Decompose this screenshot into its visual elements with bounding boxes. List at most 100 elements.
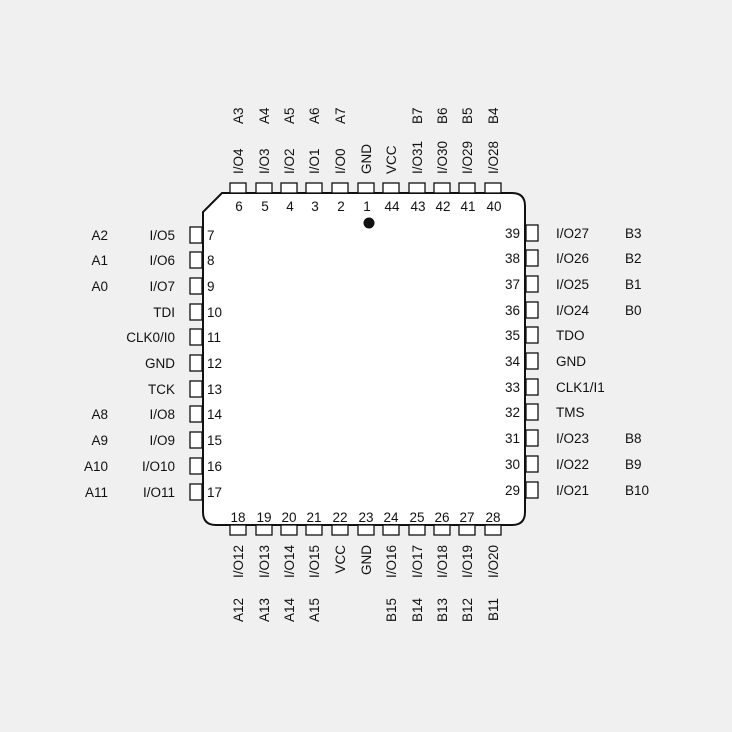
- right-pin-number: 29: [505, 483, 520, 498]
- top-pin-number: 6: [235, 199, 243, 214]
- top-pin-number: 41: [460, 199, 475, 214]
- chip-package: [202, 192, 526, 526]
- left-pin-lead: [189, 328, 203, 346]
- right-pin-alt-label: B0: [625, 303, 642, 318]
- left-pin-signal-label: TDI: [153, 305, 175, 320]
- top-pin-alt-label: A4: [257, 107, 272, 124]
- top-pin-alt-label: B5: [460, 107, 475, 124]
- top-pin-number: 5: [261, 199, 269, 214]
- top-pin-signal-label: I/O1: [307, 148, 322, 174]
- top-pin-signal-label: I/O31: [410, 141, 425, 174]
- right-pin-signal-label: TMS: [556, 405, 585, 420]
- bottom-pin-number: 24: [383, 510, 399, 525]
- right-pin-signal-label: I/O23: [556, 431, 589, 446]
- right-pin-signal-label: GND: [556, 354, 586, 369]
- top-pin-number: 44: [384, 199, 400, 214]
- top-pin-signal-label: I/O28: [486, 141, 501, 174]
- bottom-pin-alt-label: A13: [257, 598, 272, 622]
- bottom-pin-signal-label: I/O13: [257, 545, 272, 578]
- right-pin-number: 39: [505, 226, 520, 241]
- pins: [189, 182, 539, 536]
- top-pin-number: 1: [363, 199, 371, 214]
- top-pin-alt-label: B6: [435, 107, 450, 124]
- top-pin-lead: [305, 182, 323, 194]
- left-pin-lead: [189, 457, 203, 475]
- bottom-pin-signal-label: I/O15: [307, 545, 322, 578]
- bottom-pin-number: 28: [485, 510, 500, 525]
- left-pin-signal-label: CLK0/I0: [126, 330, 175, 345]
- bottom-pin-lead: [255, 524, 273, 536]
- top-pin-signal-label: VCC: [384, 145, 399, 174]
- top-pin-alt-label: A3: [231, 107, 246, 124]
- right-pin-signal-label: CLK1/I1: [556, 380, 605, 395]
- bottom-pin-signal-label: I/O14: [282, 545, 297, 579]
- top-pin-number: 4: [286, 199, 294, 214]
- top-pin-alt-label: A7: [333, 107, 348, 124]
- bottom-pin-alt-label: A14: [282, 598, 297, 623]
- right-pin-alt-label: B2: [625, 251, 642, 266]
- left-pin-number: 7: [207, 228, 215, 243]
- bottom-pin-alt-label: B11: [486, 598, 501, 621]
- right-pin-alt-label: B10: [625, 483, 649, 498]
- right-pin-number: 33: [505, 380, 520, 395]
- right-pin-number: 38: [505, 251, 520, 266]
- bottom-pin-lead: [229, 524, 247, 536]
- right-pin-lead: [525, 429, 539, 447]
- right-pin-signal-label: I/O25: [556, 277, 589, 292]
- top-pin-lead: [255, 182, 273, 194]
- top-pin-lead: [331, 182, 349, 194]
- right-pin-lead: [525, 378, 539, 396]
- top-pin-alt-label: A5: [282, 107, 297, 124]
- left-pin-lead: [189, 483, 203, 501]
- top-pin-signal-label: I/O2: [282, 148, 297, 174]
- bottom-pin-lead: [357, 524, 375, 536]
- bottom-pin-alt-label: A12: [231, 598, 246, 622]
- pin-1-marker-dot: [363, 217, 375, 229]
- bottom-pin-signal-label: GND: [359, 545, 374, 575]
- left-pin-lead: [189, 226, 203, 244]
- bottom-pin-alt-label: B13: [435, 598, 450, 622]
- top-pin-signal-label: I/O3: [257, 148, 272, 174]
- left-pin-number: 12: [207, 356, 222, 371]
- right-pin-lead: [525, 481, 539, 499]
- right-pin-number: 37: [505, 277, 520, 292]
- top-pin-lead: [357, 182, 375, 194]
- bottom-pin-lead: [305, 524, 323, 536]
- right-pin-number: 36: [505, 303, 520, 318]
- right-pin-number: 31: [505, 431, 520, 446]
- right-pin-lead: [525, 301, 539, 319]
- top-pin-number: 42: [435, 199, 450, 214]
- bottom-pin-alt-label: B15: [384, 598, 399, 622]
- top-pin-lead: [229, 182, 247, 194]
- bottom-pin-alt-label: B12: [460, 598, 475, 622]
- top-pin-signal-label: I/O4: [231, 148, 246, 174]
- left-pin-alt-label: A8: [91, 407, 108, 422]
- left-pin-alt-label: A0: [91, 279, 108, 294]
- left-pin-signal-label: GND: [145, 356, 175, 371]
- bottom-pin-lead: [458, 524, 476, 536]
- top-pin-signal-label: I/O30: [435, 141, 450, 174]
- top-pin-lead: [408, 182, 426, 194]
- right-pin-signal-label: TDO: [556, 328, 585, 343]
- top-pin-alt-label: B4: [486, 107, 501, 124]
- top-pin-lead: [484, 182, 502, 194]
- left-pin-lead: [189, 431, 203, 449]
- left-pin-number: 9: [207, 279, 215, 294]
- right-pin-number: 35: [505, 328, 520, 343]
- left-pin-signal-label: I/O8: [149, 407, 175, 422]
- bottom-pin-alt-label: A15: [307, 598, 322, 622]
- right-pin-lead: [525, 275, 539, 293]
- chip-body: [202, 192, 526, 526]
- bottom-pin-signal-label: I/O16: [384, 545, 399, 578]
- right-pin-number: 30: [505, 457, 520, 472]
- left-pin-lead: [189, 277, 203, 295]
- bottom-pin-number: 21: [306, 510, 321, 525]
- bottom-pin-number: 18: [230, 510, 245, 525]
- right-pin-lead: [525, 455, 539, 473]
- left-pin-number: 15: [207, 433, 222, 448]
- bottom-pin-lead: [433, 524, 451, 536]
- right-pin-alt-label: B9: [625, 457, 642, 472]
- bottom-pin-number: 19: [256, 510, 271, 525]
- left-pin-number: 11: [207, 330, 221, 345]
